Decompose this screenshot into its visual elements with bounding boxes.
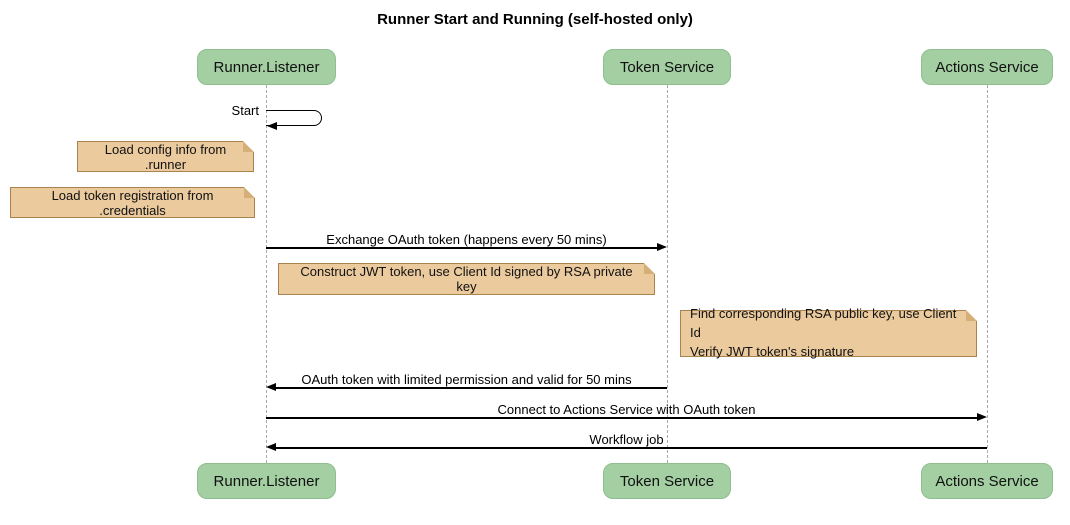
arrowhead-oauth-return bbox=[266, 383, 276, 391]
lifeline-token-service bbox=[667, 85, 668, 463]
participant-token-service-bottom: Token Service bbox=[603, 463, 731, 499]
message-exchange-oauth-line bbox=[266, 247, 658, 249]
message-workflow-job-line bbox=[275, 447, 987, 449]
note-load-config: Load config info from .runner bbox=[77, 141, 254, 172]
message-exchange-oauth-label: Exchange OAuth token (happens every 50 m… bbox=[326, 232, 607, 247]
message-oauth-return-label: OAuth token with limited permission and … bbox=[301, 372, 632, 387]
lifeline-actions-service bbox=[987, 85, 988, 463]
diagram-title: Runner Start and Running (self-hosted on… bbox=[377, 11, 693, 28]
note-construct-jwt: Construct JWT token, use Client Id signe… bbox=[278, 263, 655, 295]
message-oauth-return-line bbox=[275, 387, 667, 389]
message-start-label: Start bbox=[231, 103, 259, 118]
self-message-start-loop bbox=[266, 110, 322, 126]
note-load-token-registration: Load token registration from .credential… bbox=[10, 187, 255, 218]
note-find-rsa: Find corresponding RSA public key, use C… bbox=[680, 306, 977, 359]
arrowhead-exchange-oauth bbox=[657, 243, 667, 251]
note-find-rsa-line2: Verify JWT token's signature bbox=[690, 343, 855, 359]
lifeline-runner-listener bbox=[266, 85, 267, 463]
message-workflow-job-label: Workflow job bbox=[589, 432, 664, 447]
message-connect-actions-line bbox=[266, 417, 978, 419]
message-connect-actions-label: Connect to Actions Service with OAuth to… bbox=[497, 402, 756, 417]
note-find-rsa-line1: Find corresponding RSA public key, use C… bbox=[690, 306, 957, 341]
participant-actions-service-bottom: Actions Service bbox=[921, 463, 1053, 499]
participant-runner-listener-bottom: Runner.Listener bbox=[197, 463, 336, 499]
participant-actions-service-top: Actions Service bbox=[921, 49, 1053, 85]
participant-runner-listener-top: Runner.Listener bbox=[197, 49, 336, 85]
arrowhead-start bbox=[267, 122, 277, 130]
arrowhead-workflow-job bbox=[266, 443, 276, 451]
arrowhead-connect-actions bbox=[977, 413, 987, 421]
participant-token-service-top: Token Service bbox=[603, 49, 731, 85]
